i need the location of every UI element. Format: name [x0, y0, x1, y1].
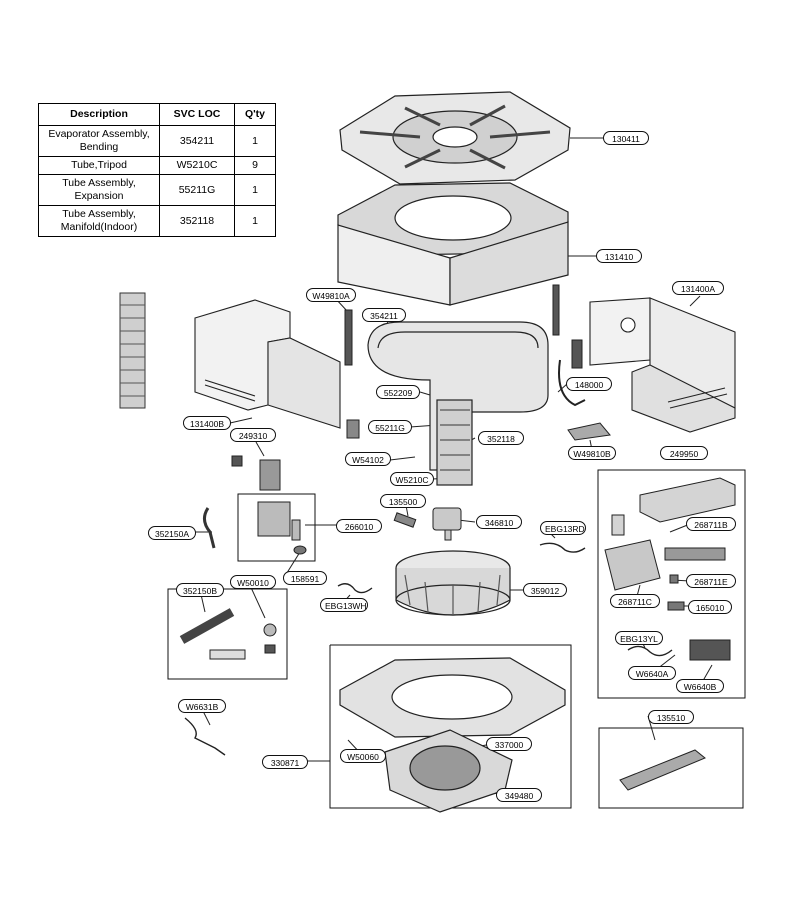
callout-55211g: 55211G — [368, 420, 412, 434]
callout-w54102: W54102 — [345, 452, 391, 466]
callout-268711c: 268711C — [610, 594, 660, 608]
top-frame-grille — [339, 91, 571, 185]
callout-552209: 552209 — [376, 385, 420, 399]
drain-hose — [179, 608, 277, 660]
cell-svc-loc: 352118 — [159, 205, 235, 237]
cabinet-case — [337, 182, 569, 306]
bracket-w49810a — [344, 309, 353, 366]
callout-w49810a: W49810A — [306, 288, 356, 302]
heat-exchanger-fins — [119, 292, 146, 409]
cell-qty: 9 — [234, 156, 276, 175]
callout-337000: 337000 — [486, 737, 532, 751]
table-row: Tube Assembly, Expansion 55211G 1 — [38, 174, 276, 206]
callout-349480: 349480 — [496, 788, 542, 802]
callout-268711b: 268711B — [686, 517, 736, 531]
cell-svc-loc: 354211 — [159, 125, 235, 157]
air-filter — [384, 729, 513, 813]
table-header-row: Description SVC LOC Q'ty — [38, 103, 276, 126]
service-parts-table: Description SVC LOC Q'ty Evaporator Asse… — [38, 103, 276, 237]
cell-qty: 1 — [234, 205, 276, 237]
cell-qty: 1 — [234, 125, 276, 157]
callout-359012: 359012 — [523, 583, 567, 597]
side-panel-left — [194, 299, 341, 429]
callout-131410: 131410 — [596, 249, 642, 263]
callout-148000: 148000 — [566, 377, 612, 391]
callout-ebg13yl: EBG13YL — [615, 631, 663, 645]
side-panel-right — [589, 297, 736, 433]
callout-w50060: W50060 — [340, 749, 386, 763]
table-row: Evaporator Assembly, Bending 354211 1 — [38, 125, 276, 157]
decoration-panel — [339, 657, 566, 738]
callout-266010: 266010 — [336, 519, 382, 533]
callout-w50010: W50010 — [230, 575, 276, 589]
drain-pump-motor — [257, 501, 307, 555]
callout-131400a: 131400A — [672, 281, 724, 295]
callout-w6640b: W6640B — [676, 679, 724, 693]
callout-268711e: 268711E — [686, 574, 736, 588]
callout-ebg13wh: EBG13WH — [320, 598, 368, 612]
callout-352150b: 352150B — [176, 583, 224, 597]
fan-motor — [432, 507, 462, 541]
callout-249310: 249310 — [230, 428, 276, 442]
callout-w5210c: W5210C — [390, 472, 434, 486]
callout-131400b: 131400B — [183, 416, 231, 430]
callout-135510: 135510 — [648, 710, 694, 724]
callout-249950: 249950 — [660, 446, 708, 460]
callout-w6631b: W6631B — [178, 699, 226, 713]
callout-352150a: 352150A — [148, 526, 196, 540]
callout-346810: 346810 — [476, 515, 522, 529]
callout-165010: 165010 — [688, 600, 732, 614]
cell-svc-loc: 55211G — [159, 174, 235, 206]
callout-ebg13rd: EBG13RD — [540, 521, 586, 535]
table-row: Tube Assembly, Manifold(Indoor) 352118 1 — [38, 205, 276, 237]
evaporator-coil — [367, 321, 549, 486]
callout-w49810b: W49810B — [568, 446, 616, 460]
cell-description: Tube Assembly, Manifold(Indoor) — [38, 205, 160, 237]
callout-w6640a: W6640A — [628, 666, 676, 680]
callout-354211: 354211 — [362, 308, 406, 322]
callout-330871: 330871 — [262, 755, 308, 769]
callout-158591: 158591 — [283, 571, 327, 585]
callout-135500: 135500 — [380, 494, 426, 508]
callout-352118: 352118 — [478, 431, 524, 445]
turbo-fan — [395, 550, 511, 616]
control-box-parts — [604, 477, 736, 661]
callout-130411: 130411 — [603, 131, 649, 145]
